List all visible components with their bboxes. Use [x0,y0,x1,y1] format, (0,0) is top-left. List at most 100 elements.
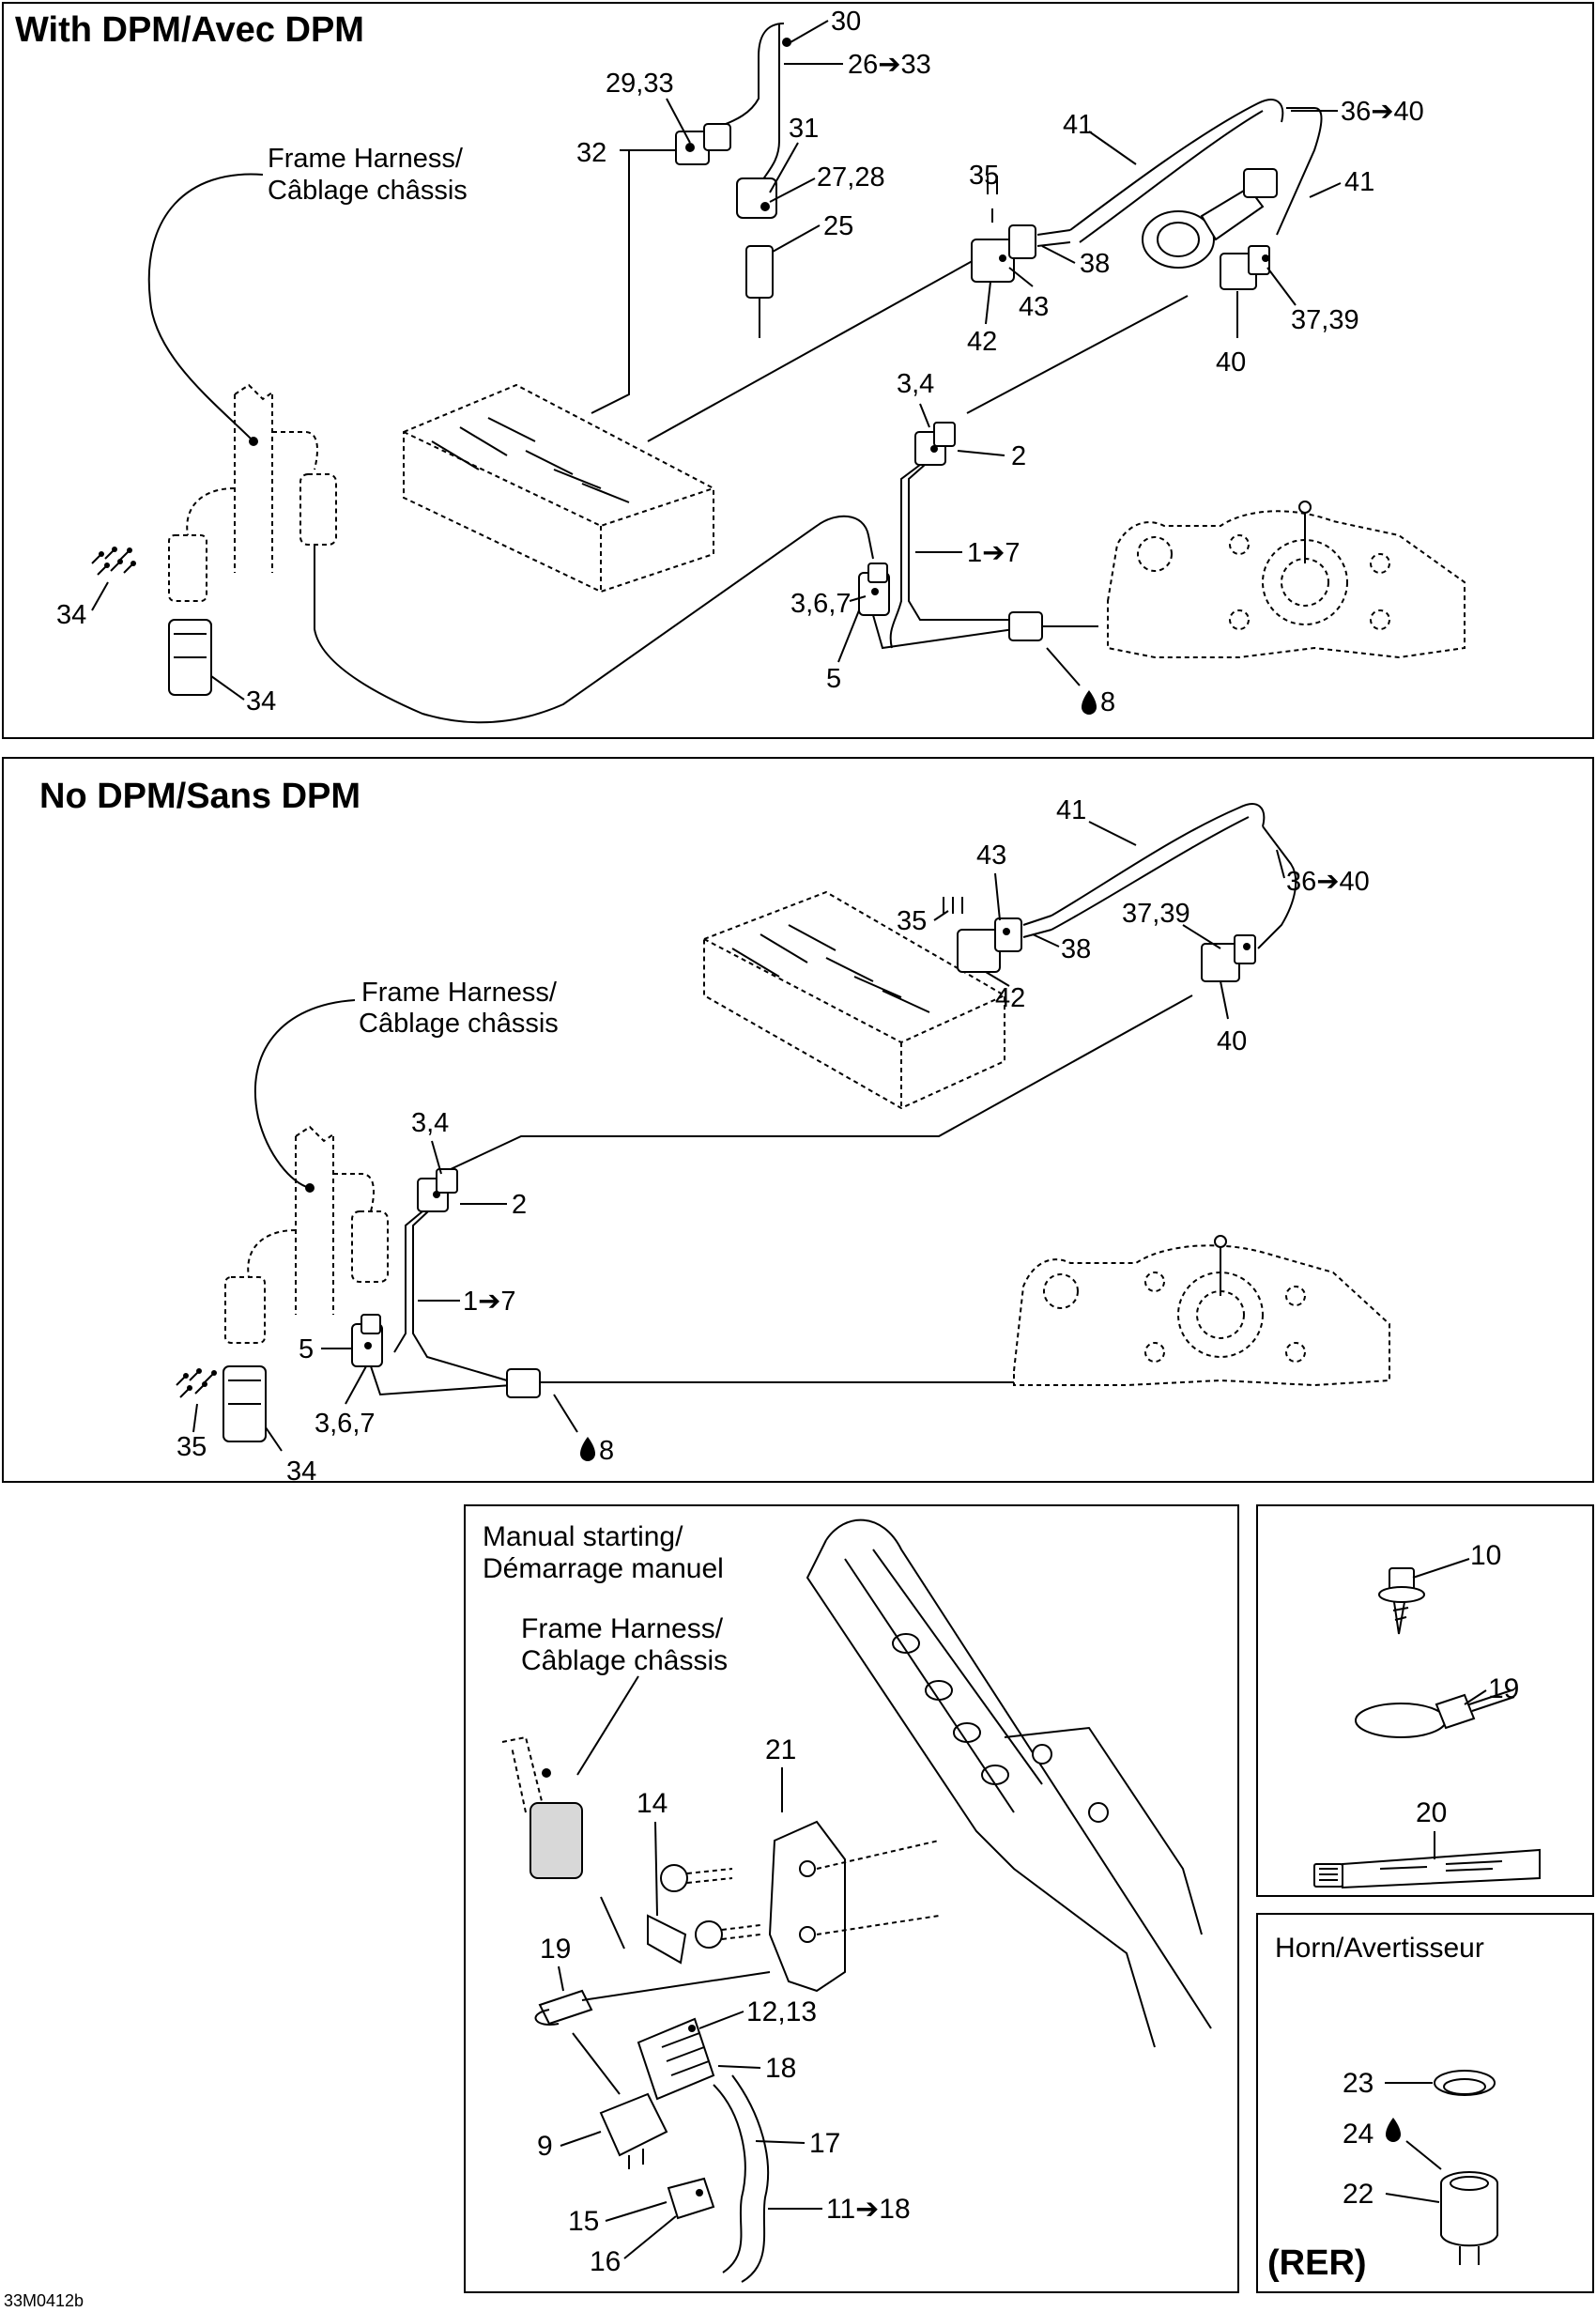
no-dpm-callout-3-4: 3,4 [411,1108,449,1138]
manual-relay-9 [599,2092,668,2169]
no-dpm-ecm-module [703,890,1005,1110]
with-dpm-engine-head [1107,501,1466,659]
horn-rer-badge: (RER) [1267,2243,1367,2283]
no-dpm-engine-head [1013,1235,1390,1387]
panel-with-dpm [2,2,1594,739]
with-dpm-callout-30: 30 [831,7,861,37]
horn-title: Horn/Avertisseur [1275,1933,1484,1964]
no-dpm-frame-harness-line1: Frame Harness/ [361,978,558,1008]
horn-callout-23: 23 [1343,2068,1373,2099]
no-dpm-callout-3-6-7: 3,6,7 [315,1409,376,1439]
no-dpm-sensor-harness [351,1168,563,1398]
with-dpm-callout-2: 2 [1011,441,1026,471]
hardware-callout-10: 10 [1470,1540,1501,1571]
no-dpm-drop-icon [580,1437,595,1461]
no-dpm-callout-2: 2 [512,1190,527,1220]
no-dpm-callout-35b: 35 [897,906,927,936]
no-dpm-callout-35a: 35 [176,1432,207,1462]
hardware-screw-10 [1378,1567,1425,1635]
manual-callout-9: 9 [537,2131,553,2162]
with-dpm-connector-34 [168,619,212,696]
manual-callout-14: 14 [637,1788,668,1819]
no-dpm-screws [176,1368,217,1398]
manual-callout-11-18: 11➔18 [826,2194,911,2225]
manual-callout-18: 18 [765,2053,796,2084]
horn-callout-24: 24 [1343,2119,1373,2150]
with-dpm-callout-3-4: 3,4 [897,369,934,399]
hardware-callout-20: 20 [1416,1797,1447,1828]
no-dpm-callout-34: 34 [286,1457,316,1487]
hardware-tie-19 [1355,1689,1515,1738]
manual-title-line2: Démarrage manuel [483,1553,724,1584]
with-dpm-callout-42: 42 [967,327,997,357]
with-dpm-callout-40: 40 [1216,347,1246,378]
with-dpm-callout-37-39: 37,39 [1291,305,1359,335]
manual-callout-21: 21 [765,1734,796,1765]
with-dpm-callout-34: 34 [246,686,276,717]
with-dpm-callout-1-7: 1➔7 [967,538,1021,568]
no-dpm-callout-1-7: 1➔7 [463,1287,516,1317]
with-dpm-callout-26-33: 26➔33 [848,50,931,80]
manual-callout-15: 15 [568,2206,599,2237]
no-dpm-callout-37-39: 37,39 [1122,899,1190,929]
no-dpm-title: No DPM/Sans DPM [39,777,361,816]
horn-drop-icon [1386,2118,1401,2142]
panel-no-dpm [2,757,1594,1483]
manual-harness-17 [667,2074,769,2283]
with-dpm-screws [91,547,136,576]
no-dpm-connector-34 [223,1365,267,1442]
with-dpm-sensor-harness [858,422,1061,650]
no-dpm-callout-38: 38 [1061,934,1091,964]
manual-callout-16: 16 [590,2246,621,2277]
manual-tie-19 [534,1989,593,2026]
with-dpm-frame-harness-line1: Frame Harness/ [268,144,464,174]
manual-title-line1: Manual starting/ [483,1521,683,1552]
with-dpm-frame-harness-drawing [147,173,337,602]
with-dpm-callout-3-6-7: 3,6,7 [790,589,852,619]
with-dpm-callout-36-40: 36➔40 [1341,97,1424,127]
no-dpm-callout-41: 41 [1056,795,1086,825]
horn-callout-22: 22 [1343,2179,1373,2210]
manual-bolts-14 [647,1864,761,1965]
with-dpm-callout-5: 5 [826,664,841,694]
with-dpm-callout-25: 25 [823,211,853,241]
with-dpm-callout-38: 38 [1080,249,1110,279]
hardware-callout-19: 19 [1488,1673,1519,1704]
with-dpm-callout-43: 43 [1019,292,1049,322]
no-dpm-callout-5: 5 [299,1334,314,1364]
with-dpm-callout-35b: 35 [969,161,999,191]
no-dpm-callout-36-40: 36➔40 [1286,867,1370,897]
manual-frame-bracket [806,1518,1212,2048]
no-dpm-connector-42 [957,915,1052,973]
panel-hardware [1256,1504,1594,1897]
no-dpm-callout-40: 40 [1217,1026,1247,1056]
manual-callout-12-13: 12,13 [746,1996,817,2027]
panel-manual-starting [464,1504,1239,2293]
with-dpm-callout-41b: 41 [1344,167,1374,197]
horn-unit-22 [1440,2171,1498,2265]
with-dpm-actuator [1069,99,1323,290]
no-dpm-frame-harness-drawing [224,999,389,1344]
no-dpm-callout-43: 43 [976,840,1006,871]
manual-callout-19: 19 [540,1934,571,1965]
manual-callout-17: 17 [809,2128,840,2159]
with-dpm-frame-harness-line2: Câblage châssis [268,176,468,206]
figure-code: 33M0412b [4,2291,84,2310]
with-dpm-callout-8: 8 [1100,687,1115,717]
with-dpm-callout-32: 32 [576,138,606,168]
with-dpm-ecm-module [403,383,714,593]
with-dpm-top-harness [675,23,791,338]
no-dpm-callout-8: 8 [599,1436,614,1466]
with-dpm-title: With DPM/Avec DPM [15,10,364,50]
with-dpm-cable [314,515,874,724]
horn-ring-23 [1434,2070,1496,2096]
with-dpm-callout-27-28: 27,28 [817,162,885,193]
manual-bracket-21 [768,1820,940,1993]
with-dpm-callout-31: 31 [789,114,819,144]
manual-frame-harness-line2: Câblage châssis [521,1645,728,1676]
manual-frame-harness-drawing [501,1675,639,1879]
manual-frame-harness-line1: Frame Harness/ [521,1613,724,1644]
hardware-tube-20 [1313,1848,1541,1889]
with-dpm-drop-icon [1082,690,1097,715]
no-dpm-frame-harness-line2: Câblage châssis [359,1009,559,1039]
